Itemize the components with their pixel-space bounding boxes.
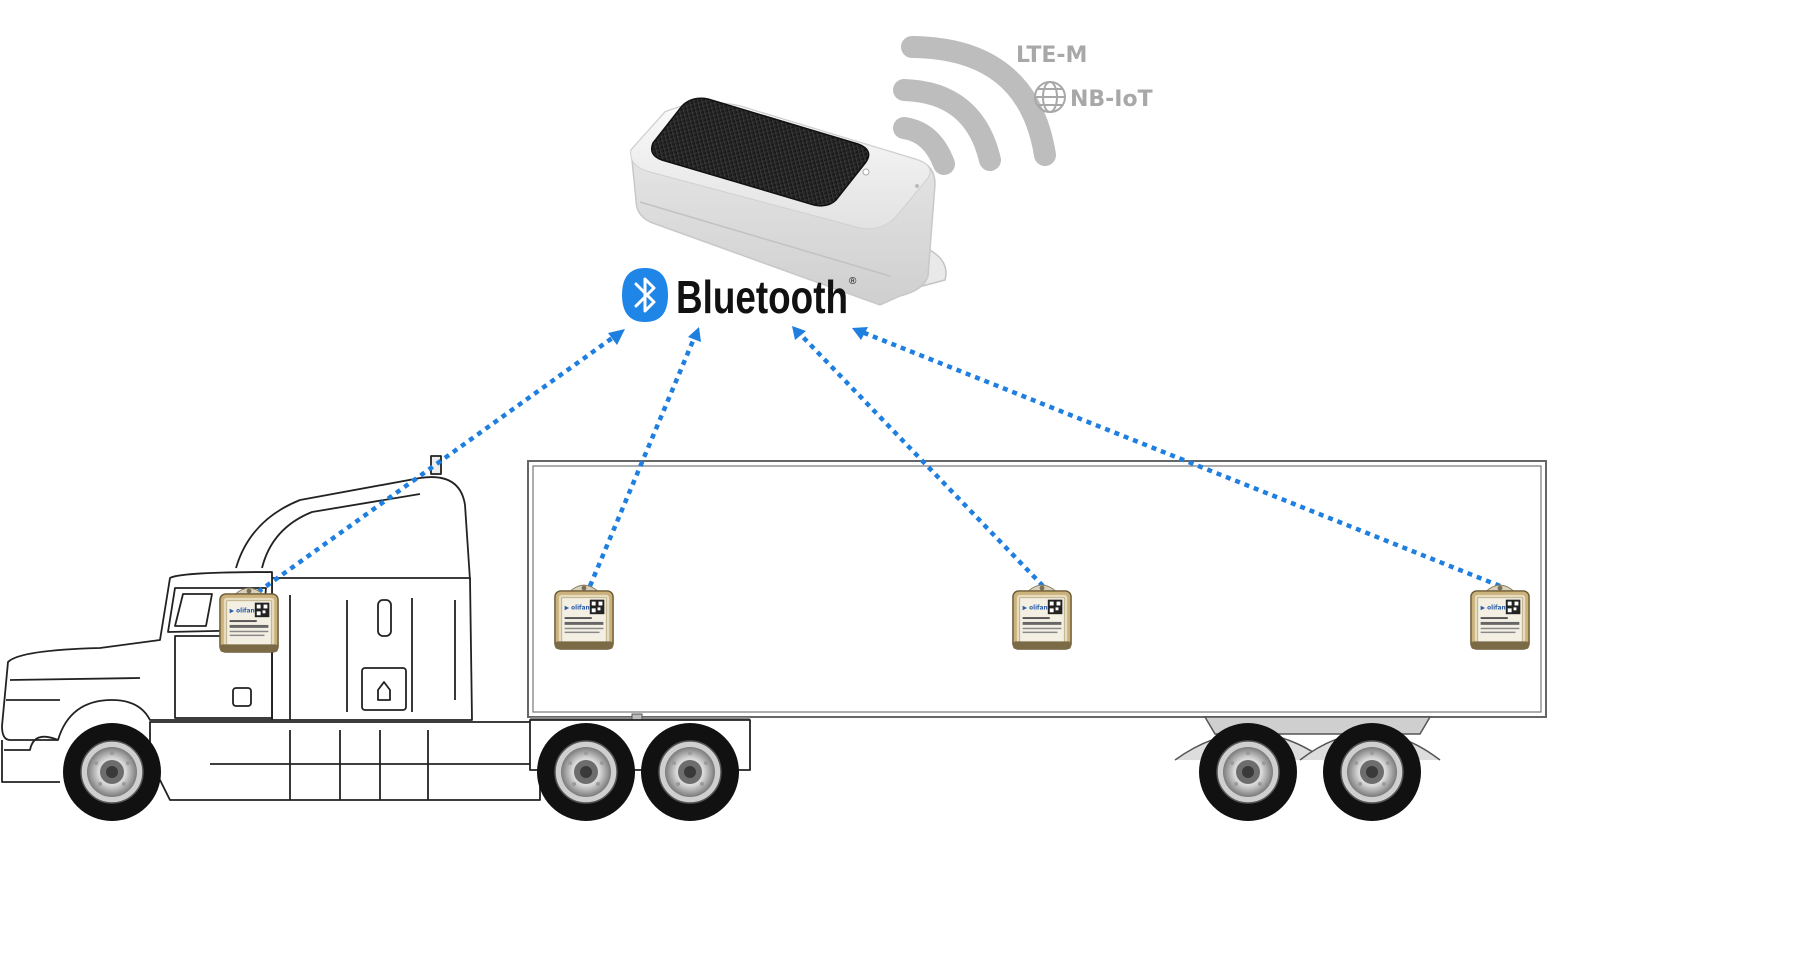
globe-icon bbox=[1034, 81, 1066, 113]
arrowhead-trailer-middle bbox=[792, 326, 806, 340]
truck-tractor bbox=[1, 455, 751, 801]
arrowheads bbox=[608, 326, 868, 345]
link-cab bbox=[256, 334, 617, 594]
arrowhead-trailer-front bbox=[688, 327, 701, 342]
link-trailer-rear bbox=[861, 329, 1501, 589]
wheel-trailer-1 bbox=[1198, 722, 1298, 822]
sensor-tag bbox=[219, 587, 279, 653]
arrowhead-trailer-rear bbox=[852, 327, 868, 340]
sensor-tag bbox=[1012, 584, 1072, 650]
bluetooth-icon bbox=[622, 268, 668, 322]
wheel-front bbox=[62, 722, 162, 822]
bluetooth-links bbox=[256, 329, 1501, 594]
bluetooth-wordmark: Bluetooth bbox=[676, 271, 848, 323]
sensor-tag bbox=[1470, 584, 1530, 650]
wheel-drive-2 bbox=[640, 722, 740, 822]
sensor-tag bbox=[554, 584, 614, 650]
wheel-trailer-2 bbox=[1322, 722, 1422, 822]
gateway-device bbox=[630, 97, 947, 306]
arrowhead-cab bbox=[608, 329, 625, 345]
link-trailer-middle bbox=[798, 332, 1045, 588]
wifi-signal-icon bbox=[893, 36, 1056, 175]
wheel-drive-1 bbox=[536, 722, 636, 822]
bluetooth-registered-mark: ® bbox=[849, 276, 857, 287]
nb-iot-label: NB-IoT bbox=[1070, 87, 1153, 112]
lte-m-label: LTE-M bbox=[1016, 43, 1087, 68]
